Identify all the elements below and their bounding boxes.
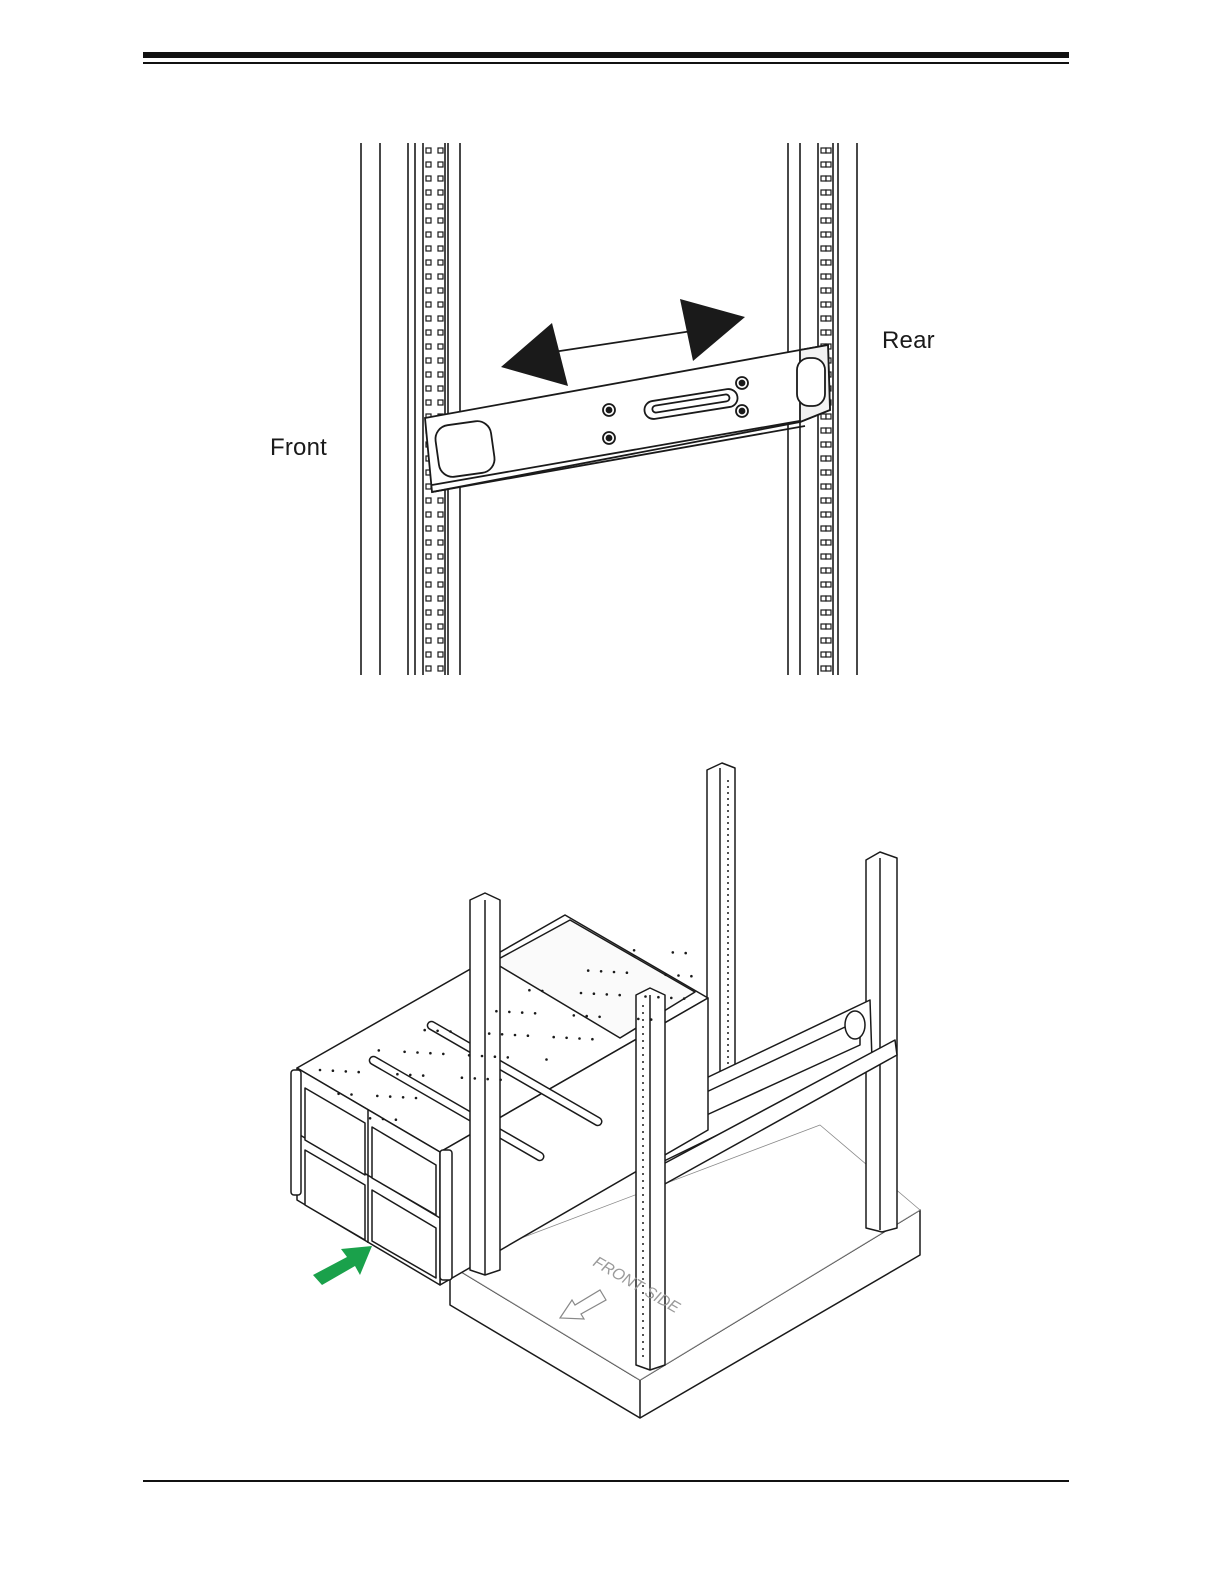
front-right-post	[636, 988, 665, 1370]
footer-rule	[143, 1480, 1069, 1482]
insert-direction-arrow	[313, 1246, 372, 1285]
front-left-post	[470, 893, 500, 1275]
